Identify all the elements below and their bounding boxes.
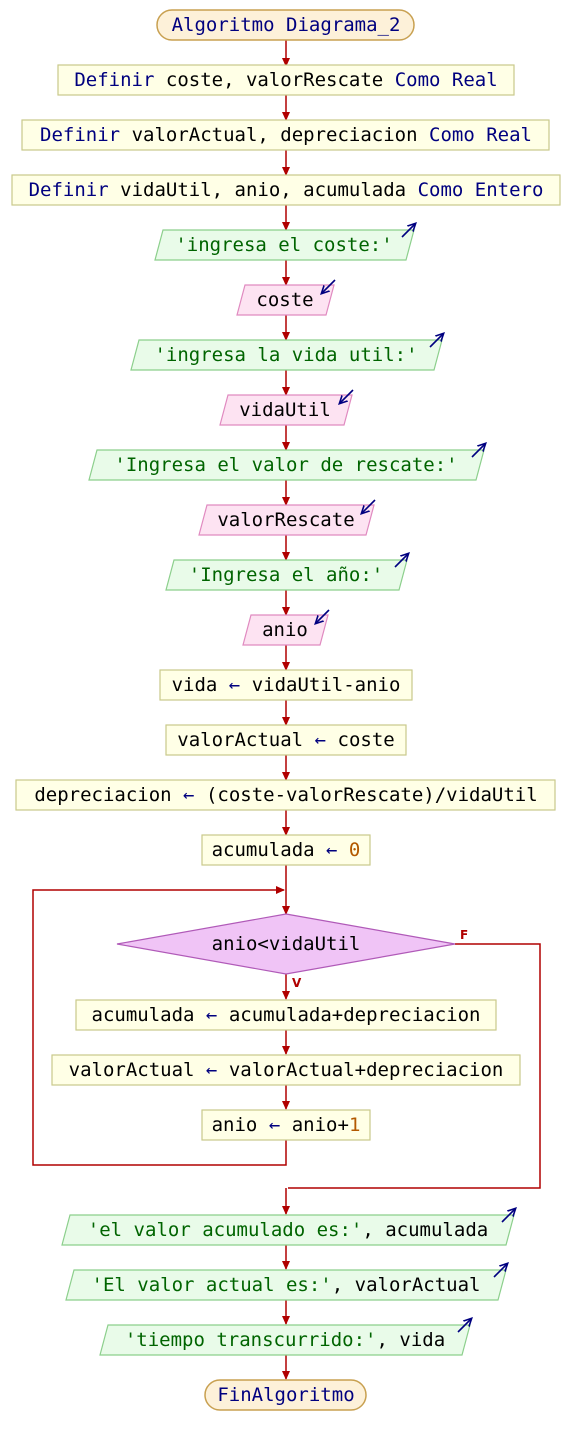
output-arrow-icon bbox=[501, 1209, 515, 1223]
final-output-shape-3 bbox=[99, 1324, 471, 1356]
output-arrow-icon bbox=[471, 444, 485, 458]
final-output-shape-2 bbox=[65, 1269, 507, 1301]
input-arrow-icon bbox=[362, 499, 376, 513]
loop-box-2 bbox=[51, 1054, 521, 1086]
loop-box-1 bbox=[75, 999, 497, 1031]
arrow-false-branch bbox=[288, 943, 541, 1189]
input-shape-1 bbox=[236, 284, 335, 316]
decision-diamond bbox=[116, 913, 456, 975]
output-shape-4 bbox=[165, 559, 408, 591]
output-arrow-icon bbox=[429, 334, 443, 348]
start-terminal bbox=[156, 9, 415, 41]
define-box-3 bbox=[11, 174, 561, 206]
output-shape-1 bbox=[154, 229, 415, 261]
loop-box-3 bbox=[201, 1109, 371, 1141]
io-arrow-icons bbox=[316, 224, 515, 1333]
output-arrow-icon bbox=[457, 1319, 471, 1333]
end-terminal bbox=[204, 1379, 367, 1411]
input-shape-2 bbox=[219, 394, 353, 426]
assign-box-1 bbox=[159, 669, 413, 701]
arrow-loop-back bbox=[32, 886, 287, 1166]
assign-box-2 bbox=[165, 724, 407, 756]
output-arrow-icon bbox=[394, 554, 408, 568]
assign-box-4 bbox=[201, 834, 371, 866]
define-box-1 bbox=[57, 64, 515, 96]
input-arrow-icon bbox=[316, 609, 330, 623]
input-shape-4 bbox=[242, 614, 329, 646]
final-output-shape-1 bbox=[61, 1214, 515, 1246]
input-arrow-icon bbox=[340, 389, 354, 403]
output-arrow-icon bbox=[493, 1264, 507, 1278]
input-shape-3 bbox=[198, 504, 375, 536]
input-arrow-icon bbox=[322, 279, 336, 293]
output-shape-3 bbox=[88, 449, 485, 481]
output-shape-2 bbox=[130, 339, 443, 371]
define-box-2 bbox=[21, 119, 550, 151]
assign-box-3 bbox=[15, 779, 556, 811]
connectors bbox=[32, 40, 541, 1380]
output-arrow-icon bbox=[401, 224, 415, 238]
